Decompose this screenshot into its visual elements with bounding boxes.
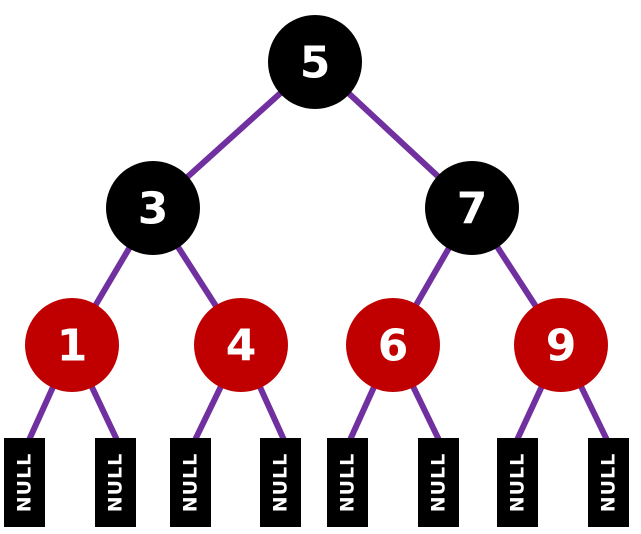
null-leaf-box <box>327 438 368 527</box>
null-leaf-box <box>95 438 136 527</box>
tree-edges <box>26 59 610 443</box>
null-leaf: NULL <box>260 438 301 527</box>
node-key-label: 1 <box>57 321 88 372</box>
tree-node-3: 3 <box>106 161 200 255</box>
node-key-label: 3 <box>138 184 169 235</box>
tree-node-6: 6 <box>346 298 440 392</box>
node-key-label: 5 <box>300 38 331 89</box>
null-leaf: NULL <box>170 438 211 527</box>
null-leaf-label: NULL <box>14 453 36 513</box>
black-node-circle <box>425 161 519 255</box>
null-leaf-box <box>588 438 629 527</box>
tree-node-7: 7 <box>425 161 519 255</box>
null-leaf: NULL <box>95 438 136 527</box>
red-node-circle <box>194 298 288 392</box>
null-leaf-box <box>170 438 211 527</box>
tree-node-9: 9 <box>514 298 608 392</box>
node-key-label: 9 <box>546 321 577 372</box>
tree-node-1: 1 <box>25 298 119 392</box>
red-node-circle <box>346 298 440 392</box>
tree-node-5: 5 <box>268 15 362 109</box>
node-key-label: 4 <box>226 321 257 372</box>
null-leaf-box <box>497 438 538 527</box>
tree-nodes: 5 3 7 1 4 6 9 <box>25 15 608 392</box>
null-leaf-label: NULL <box>428 453 450 513</box>
red-node-circle <box>25 298 119 392</box>
null-leaf: NULL <box>418 438 459 527</box>
null-leaf-box <box>4 438 45 527</box>
tree-node-4: 4 <box>194 298 288 392</box>
null-leaf: NULL <box>4 438 45 527</box>
null-leaf-label: NULL <box>270 453 292 513</box>
red-node-circle <box>514 298 608 392</box>
null-leaf-box <box>418 438 459 527</box>
null-leaves: NULL NULL NULL NULL NULL NULL NULL NULL <box>4 438 629 527</box>
null-leaf-label: NULL <box>598 453 620 513</box>
null-leaf-label: NULL <box>507 453 529 513</box>
null-leaf: NULL <box>327 438 368 527</box>
null-leaf-label: NULL <box>337 453 359 513</box>
null-leaf: NULL <box>588 438 629 527</box>
null-leaf-label: NULL <box>105 453 127 513</box>
black-node-circle <box>106 161 200 255</box>
node-key-label: 6 <box>378 321 409 372</box>
null-leaf: NULL <box>497 438 538 527</box>
node-key-label: 7 <box>457 184 488 235</box>
null-leaf-box <box>260 438 301 527</box>
black-node-circle <box>268 15 362 109</box>
null-leaf-label: NULL <box>180 453 202 513</box>
